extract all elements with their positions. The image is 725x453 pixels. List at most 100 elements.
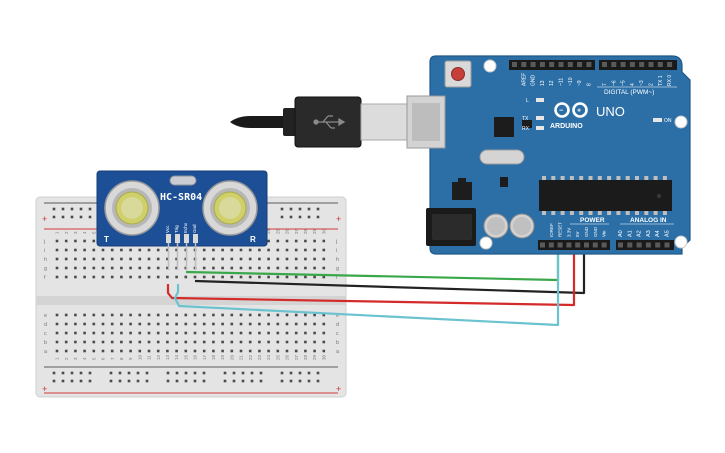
breadboard-hole[interactable] — [92, 340, 96, 344]
header-pin[interactable] — [577, 62, 583, 67]
breadboard-hole[interactable] — [74, 313, 77, 317]
breadboard-hole[interactable] — [110, 266, 114, 270]
breadboard-hole[interactable] — [138, 248, 142, 252]
breadboard-hole[interactable] — [193, 275, 197, 279]
rail-hole[interactable] — [307, 379, 311, 383]
breadboard-hole[interactable] — [313, 313, 316, 317]
header-pin[interactable] — [639, 62, 645, 67]
header-pin[interactable] — [636, 242, 642, 248]
breadboard-hole[interactable] — [110, 248, 114, 252]
breadboard-hole[interactable] — [83, 313, 86, 317]
rail-hole[interactable] — [316, 215, 320, 219]
breadboard-hole[interactable] — [92, 331, 96, 335]
header-pin[interactable] — [584, 242, 589, 248]
rail-hole[interactable] — [127, 379, 131, 383]
breadboard-hole[interactable] — [74, 322, 77, 326]
breadboard-hole[interactable] — [147, 313, 151, 317]
rail-hole[interactable] — [52, 371, 56, 375]
breadboard-hole[interactable] — [166, 313, 169, 317]
rail-hole[interactable] — [61, 215, 65, 219]
rail-hole[interactable] — [79, 379, 83, 383]
breadboard-hole[interactable] — [156, 349, 160, 353]
breadboard-hole[interactable] — [230, 331, 234, 335]
breadboard-hole[interactable] — [147, 248, 151, 252]
rail-hole[interactable] — [298, 371, 302, 375]
rail-hole[interactable] — [307, 207, 311, 211]
breadboard-hole[interactable] — [202, 340, 206, 344]
breadboard-hole[interactable] — [267, 322, 270, 326]
breadboard-hole[interactable] — [304, 248, 307, 252]
breadboard-hole[interactable] — [175, 257, 178, 261]
rail-hole[interactable] — [79, 207, 83, 211]
breadboard-hole[interactable] — [212, 248, 215, 252]
breadboard-hole[interactable] — [212, 257, 215, 261]
breadboard-hole[interactable] — [64, 340, 68, 344]
breadboard-hole[interactable] — [294, 239, 298, 243]
breadboard-hole[interactable] — [193, 349, 197, 353]
header-pin[interactable] — [592, 242, 598, 248]
breadboard-hole[interactable] — [156, 340, 160, 344]
breadboard-hole[interactable] — [184, 313, 188, 317]
header-pin[interactable] — [567, 62, 573, 67]
breadboard-hole[interactable] — [304, 349, 307, 353]
breadboard-hole[interactable] — [258, 331, 261, 335]
sensor-pin-trig[interactable] — [175, 234, 180, 243]
breadboard-hole[interactable] — [101, 349, 105, 353]
rail-hole[interactable] — [289, 215, 293, 219]
breadboard-hole[interactable] — [294, 331, 298, 335]
header-pin[interactable] — [664, 242, 670, 248]
breadboard-hole[interactable] — [267, 340, 270, 344]
breadboard-hole[interactable] — [258, 275, 261, 279]
breadboard-hole[interactable] — [92, 257, 96, 261]
header-pin[interactable] — [655, 242, 661, 248]
breadboard-hole[interactable] — [248, 275, 252, 279]
breadboard-hole[interactable] — [166, 257, 169, 261]
breadboard-hole[interactable] — [221, 340, 224, 344]
breadboard-hole[interactable] — [202, 275, 206, 279]
rail-hole[interactable] — [70, 207, 74, 211]
breadboard-hole[interactable] — [110, 257, 114, 261]
rail-hole[interactable] — [109, 371, 113, 375]
rail-hole[interactable] — [298, 379, 302, 383]
rail-hole[interactable] — [316, 207, 320, 211]
breadboard-hole[interactable] — [285, 340, 289, 344]
breadboard-hole[interactable] — [230, 257, 234, 261]
breadboard-hole[interactable] — [294, 340, 298, 344]
breadboard-hole[interactable] — [276, 239, 280, 243]
breadboard-hole[interactable] — [120, 313, 123, 317]
breadboard-hole[interactable] — [138, 340, 142, 344]
breadboard-hole[interactable] — [304, 275, 307, 279]
breadboard-hole[interactable] — [239, 248, 243, 252]
breadboard-hole[interactable] — [276, 257, 280, 261]
breadboard-hole[interactable] — [212, 266, 215, 270]
breadboard-hole[interactable] — [221, 313, 224, 317]
breadboard-hole[interactable] — [313, 275, 316, 279]
breadboard-hole[interactable] — [147, 322, 151, 326]
rail-hole[interactable] — [88, 215, 92, 219]
breadboard-hole[interactable] — [322, 239, 326, 243]
breadboard-hole[interactable] — [156, 248, 160, 252]
breadboard-hole[interactable] — [248, 266, 252, 270]
breadboard-hole[interactable] — [138, 266, 142, 270]
breadboard-hole[interactable] — [166, 340, 169, 344]
breadboard-hole[interactable] — [202, 266, 206, 270]
breadboard-hole[interactable] — [239, 257, 243, 261]
breadboard-hole[interactable] — [193, 340, 197, 344]
breadboard-hole[interactable] — [258, 266, 261, 270]
breadboard-hole[interactable] — [74, 239, 77, 243]
breadboard-hole[interactable] — [258, 257, 261, 261]
breadboard-hole[interactable] — [267, 239, 270, 243]
wire-red-5v[interactable] — [166, 235, 576, 307]
breadboard-hole[interactable] — [83, 331, 86, 335]
breadboard-hole[interactable] — [92, 349, 96, 353]
breadboard-hole[interactable] — [156, 322, 160, 326]
sensor-pin-gnd[interactable] — [193, 234, 198, 243]
header-pin[interactable] — [629, 62, 635, 67]
breadboard-hole[interactable] — [110, 331, 114, 335]
rail-hole[interactable] — [259, 379, 263, 383]
breadboard-hole[interactable] — [129, 349, 132, 353]
breadboard-hole[interactable] — [55, 248, 59, 252]
breadboard-hole[interactable] — [147, 349, 151, 353]
rail-hole[interactable] — [175, 379, 179, 383]
